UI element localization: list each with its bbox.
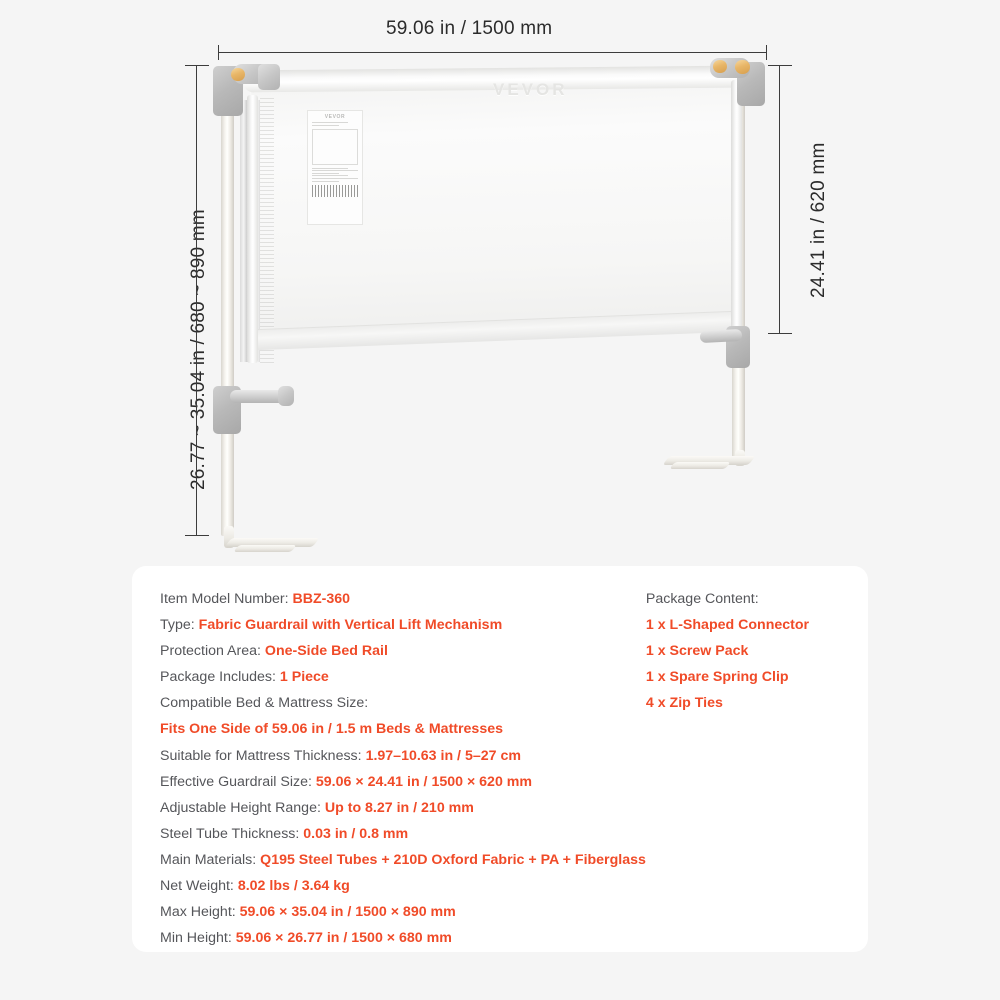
dimension-cap-width-left bbox=[218, 45, 219, 60]
spec-label: Main Materials: bbox=[160, 851, 257, 868]
spec-value: 59.06 × 24.41 in / 1500 × 620 mm bbox=[315, 773, 533, 790]
dimension-cap-width-right bbox=[766, 45, 767, 60]
fabric-mesh-strip bbox=[260, 98, 274, 364]
dimension-cap-height-left-bottom bbox=[185, 535, 209, 536]
spec-row: Package Includes: 1 Piece bbox=[160, 664, 646, 690]
spec-value: 59.06 × 26.77 in / 1500 × 680 mm bbox=[235, 930, 452, 947]
left-lower-arm-cap bbox=[278, 386, 294, 406]
left-foot-vertical bbox=[224, 526, 234, 548]
spec-row: Steel Tube Thickness: 0.03 in / 0.8 mm bbox=[160, 821, 646, 847]
spec-row: Effective Guardrail Size: 59.06 × 24.41 … bbox=[160, 769, 646, 795]
spec-row: Net Weight: 8.02 lbs / 3.64 kg bbox=[160, 873, 646, 899]
spec-label: Package Includes: bbox=[160, 669, 276, 686]
product-label-barcode bbox=[312, 184, 358, 197]
spec-label: Net Weight: bbox=[160, 878, 234, 895]
dimension-cap-height-right-bottom bbox=[768, 333, 792, 334]
product-label-line bbox=[312, 172, 339, 174]
dimension-cap-height-left-top bbox=[185, 65, 209, 66]
product-label-line bbox=[312, 124, 339, 126]
spec-label: Max Height: bbox=[160, 904, 236, 921]
spec-row: Type: Fabric Guardrail with Vertical Lif… bbox=[160, 612, 646, 638]
spec-label: Type: bbox=[160, 617, 195, 634]
spec-label: Adjustable Height Range: bbox=[160, 799, 321, 816]
product-label-line bbox=[312, 122, 348, 123]
spec-row: Adjustable Height Range: Up to 8.27 in /… bbox=[160, 795, 646, 821]
product-label-line bbox=[312, 170, 358, 172]
left-clip-orange-inner bbox=[231, 68, 245, 81]
spec-label: Effective Guardrail Size: bbox=[160, 773, 312, 790]
dimension-line-height-left bbox=[196, 65, 197, 535]
dimension-line-width bbox=[218, 52, 766, 53]
left-clip-housing bbox=[258, 64, 280, 90]
product-label-box bbox=[312, 128, 358, 165]
spec-label: Protection Area: bbox=[160, 643, 261, 660]
spec-value: Q195 Steel Tubes + 210D Oxford Fabric + … bbox=[260, 851, 646, 868]
spec-row: Suitable for Mattress Thickness: 1.97–10… bbox=[160, 743, 646, 769]
spec-label: Min Height: bbox=[160, 930, 232, 947]
dimension-label-width: 59.06 in / 1500 mm bbox=[386, 18, 553, 39]
spec-value: Up to 8.27 in / 210 mm bbox=[324, 799, 474, 816]
spec-value: 0.03 in / 0.8 mm bbox=[303, 825, 409, 842]
guardrail-assembly: VEVOR VEVOR bbox=[213, 58, 765, 552]
spec-row-value-only: Fits One Side of 59.06 in / 1.5 m Beds &… bbox=[160, 721, 503, 738]
right-clip-orange-outer bbox=[713, 60, 727, 73]
spec-row: Compatible Bed & Mattress Size: bbox=[160, 690, 646, 716]
spec-label: Compatible Bed & Mattress Size: bbox=[160, 695, 369, 712]
right-lower-arm bbox=[699, 328, 743, 344]
spec-value: One-Side Bed Rail bbox=[264, 643, 388, 660]
spec-label: Item Model Number: bbox=[160, 591, 289, 607]
package-content-item: 1 x Spare Spring Clip bbox=[645, 669, 789, 686]
product-label-line bbox=[312, 180, 339, 182]
spec-row: Main Materials: Q195 Steel Tubes + 210D … bbox=[160, 847, 646, 873]
right-clip-orange-inner bbox=[735, 60, 750, 74]
left-lower-arm bbox=[230, 390, 287, 403]
spec-right-column: Package Content: 1 x L-Shaped Connector … bbox=[646, 586, 842, 951]
right-slide-tube bbox=[731, 80, 742, 340]
specification-card: Item Model Number: BBZ-360 Type: Fabric … bbox=[132, 566, 868, 952]
fabric-brand-watermark: VEVOR bbox=[493, 80, 568, 99]
right-foot-pad bbox=[669, 462, 731, 469]
product-label-sticker: VEVOR bbox=[307, 110, 363, 225]
package-content-item: 1 x L-Shaped Connector bbox=[645, 617, 810, 634]
left-leg-post bbox=[221, 86, 234, 536]
package-content-item: 4 x Zip Ties bbox=[645, 695, 723, 712]
product-label-line bbox=[312, 177, 358, 179]
spec-row: Min Height: 59.06 × 26.77 in / 1500 × 68… bbox=[160, 925, 646, 951]
spec-row: Max Height: 59.06 × 35.04 in / 1500 × 89… bbox=[160, 899, 646, 925]
product-label-line bbox=[312, 175, 348, 177]
product-label-brand: VEVOR bbox=[324, 114, 346, 120]
spec-value: 1 Piece bbox=[279, 669, 329, 686]
spec-value: BBZ-360 bbox=[292, 591, 351, 607]
product-label-line bbox=[312, 167, 348, 169]
spec-row: Protection Area: One-Side Bed Rail bbox=[160, 638, 646, 664]
left-slide-tube bbox=[247, 95, 258, 363]
dimension-line-height-right bbox=[779, 65, 780, 333]
spec-left-column: Item Model Number: BBZ-360 Type: Fabric … bbox=[160, 586, 646, 951]
product-diagram: 59.06 in / 1500 mm 26.77 ~ 35.04 in / 68… bbox=[185, 18, 829, 552]
spec-value: Fabric Guardrail with Vertical Lift Mech… bbox=[198, 617, 503, 634]
dimension-cap-height-right-top bbox=[768, 65, 792, 66]
spec-label: Steel Tube Thickness: bbox=[160, 825, 300, 842]
spec-row: Item Model Number: BBZ-360 bbox=[160, 586, 646, 612]
spec-value: 1.97–10.63 in / 5–27 cm bbox=[365, 747, 521, 764]
spec-value: 8.02 lbs / 3.64 kg bbox=[237, 878, 350, 895]
spec-label: Suitable for Mattress Thickness: bbox=[160, 747, 362, 764]
spec-value: 59.06 × 35.04 in / 1500 × 890 mm bbox=[239, 904, 456, 921]
package-content-item: 1 x Screw Pack bbox=[645, 643, 749, 660]
left-foot-pad bbox=[233, 545, 297, 552]
package-content-heading: Package Content: bbox=[645, 591, 759, 607]
